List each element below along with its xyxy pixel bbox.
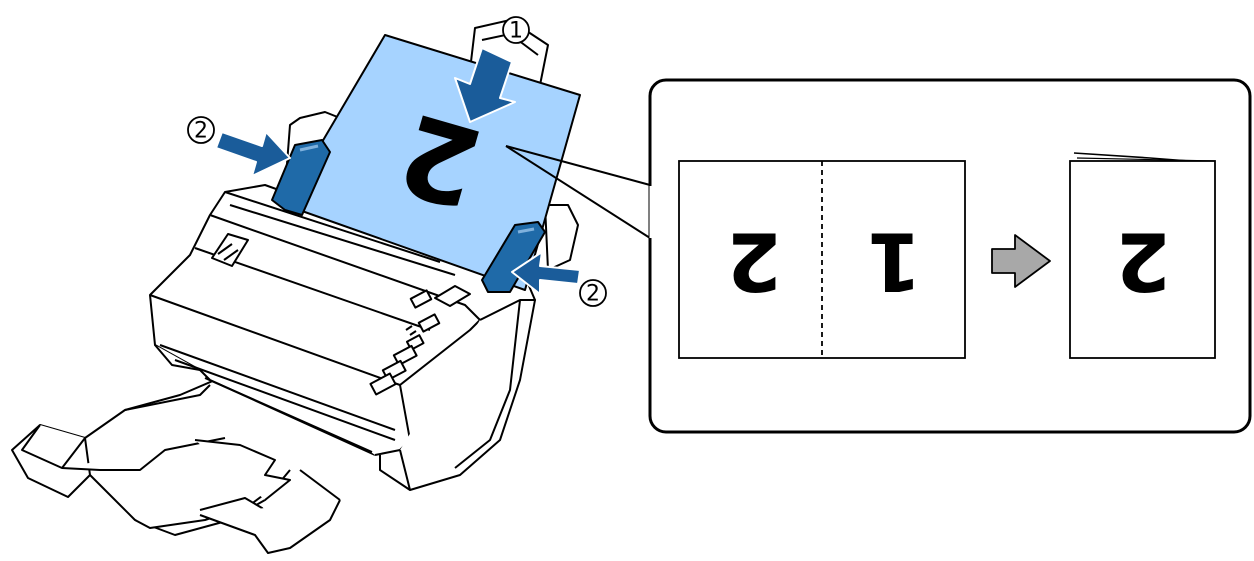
callout-pointer	[505, 145, 651, 239]
unfolded-page: 2 1	[678, 160, 966, 359]
arrow-icon	[215, 47, 581, 295]
step2-right-arrow-icon	[511, 251, 581, 295]
inset-panel: 2 1 2	[648, 78, 1252, 434]
edge-guide-left	[271, 139, 331, 216]
control-panel	[369, 285, 471, 396]
step2-left-callout: 2	[187, 116, 215, 144]
step2-right-callout: 2	[579, 279, 607, 307]
folded-page: 2	[1069, 152, 1216, 359]
inset-right-page-number: 1	[866, 215, 922, 308]
step2-left-arrow-icon	[215, 131, 291, 177]
step1-number: 1	[509, 19, 523, 44]
step1-arrow-icon	[454, 47, 516, 123]
step1-callout: 1	[502, 16, 530, 44]
paper-thickness-lever	[211, 233, 249, 267]
step2-right-number: 2	[586, 282, 600, 307]
inset-result-page-number: 2	[1115, 215, 1171, 308]
output-tray	[11, 379, 341, 554]
edge-guide-right	[481, 221, 546, 293]
inset-left-page-number: 2	[726, 215, 782, 308]
right-arrow-icon	[991, 234, 1051, 288]
step2-left-number: 2	[194, 119, 208, 144]
